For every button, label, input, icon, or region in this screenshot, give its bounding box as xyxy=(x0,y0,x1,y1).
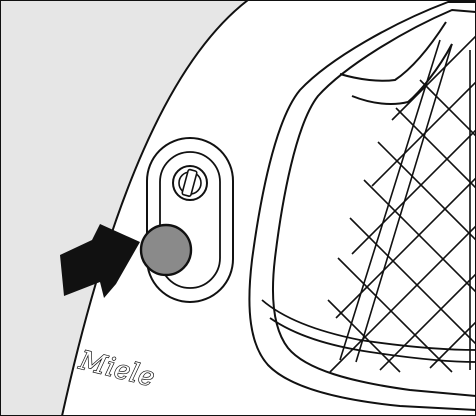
grille-bottom-rim xyxy=(261,299,476,363)
grille-mesh xyxy=(327,35,476,373)
release-button[interactable] xyxy=(139,223,193,277)
grille-frame xyxy=(248,1,476,411)
pointer-arrow xyxy=(60,224,140,298)
control-panel xyxy=(146,137,234,303)
screw-icon xyxy=(172,165,208,201)
appliance-housing xyxy=(60,0,476,416)
